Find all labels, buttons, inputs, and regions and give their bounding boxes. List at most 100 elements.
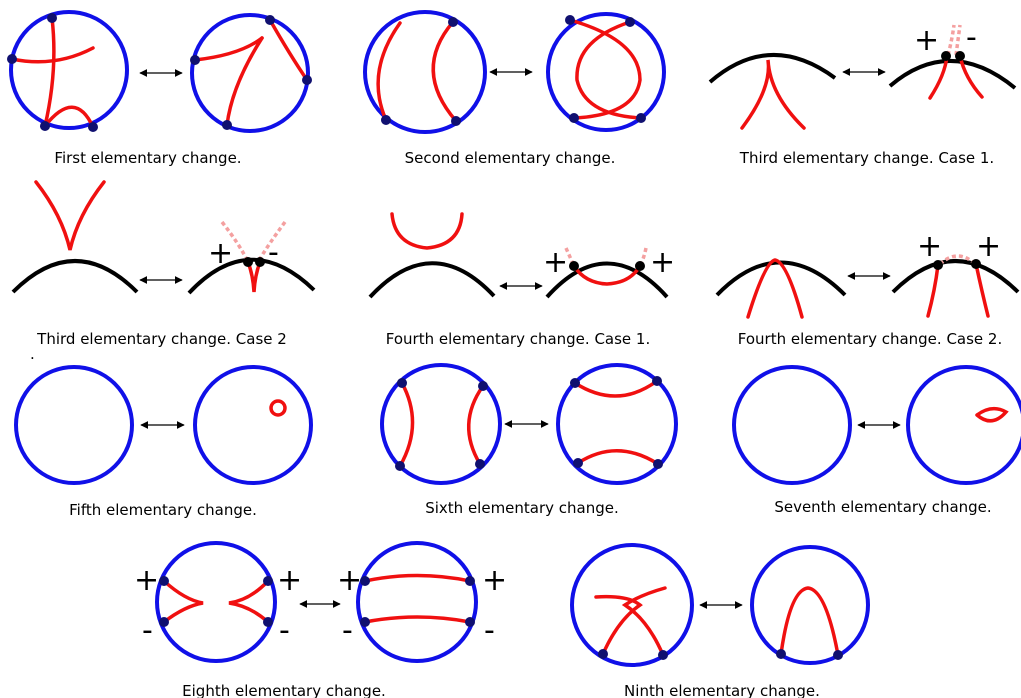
caption-seventh-change: Seventh elementary change. [774, 498, 992, 516]
point [465, 576, 475, 586]
plus-sign: + [337, 563, 362, 598]
plus-sign: + [917, 229, 942, 264]
point [243, 257, 253, 267]
disk-right [190, 13, 310, 133]
point [569, 113, 579, 123]
disk-right [556, 363, 678, 485]
curve [246, 260, 262, 293]
curve [162, 579, 204, 624]
caption-fourth-change-case1: Fourth elementary change. Case 1. [385, 330, 651, 348]
point [465, 617, 475, 627]
plus-sign: + [277, 563, 302, 598]
point [448, 17, 458, 27]
plus-sign: + [914, 23, 939, 58]
caption-sixth-change: Sixth elementary change. [425, 499, 619, 517]
point [941, 51, 951, 61]
disk-left [570, 543, 694, 667]
disk-left [9, 10, 129, 130]
panel-fourth-change-case1: + + [368, 212, 675, 299]
point [263, 576, 273, 586]
boundary-arc [891, 259, 1020, 294]
curve [572, 264, 642, 286]
panel-third-change-case2: + - [11, 180, 316, 295]
point [598, 649, 608, 659]
curve [193, 36, 264, 62]
curve [467, 384, 485, 466]
point [7, 54, 17, 64]
point [570, 378, 580, 388]
curve [575, 20, 643, 120]
curve [390, 212, 464, 250]
curve [621, 586, 667, 657]
minus-sign: - [142, 613, 153, 648]
point [302, 75, 312, 85]
caption-ninth-change: Ninth elementary change. [624, 682, 820, 698]
dashed-curve [564, 247, 576, 267]
point [381, 115, 391, 125]
point [159, 576, 169, 586]
curve [576, 449, 660, 466]
point [776, 649, 786, 659]
point [47, 13, 57, 23]
curve [594, 594, 643, 656]
minus-sign: - [484, 613, 495, 648]
panel-first-change [7, 10, 312, 133]
plus-sign: + [543, 245, 568, 280]
point [478, 381, 488, 391]
panel-sixth-change [380, 363, 678, 485]
point [565, 15, 575, 25]
boundary-arc [11, 259, 139, 294]
curve [34, 180, 106, 251]
curve [10, 46, 95, 64]
curve [376, 21, 402, 122]
point [653, 459, 663, 469]
minus-sign: - [342, 613, 353, 648]
curve [363, 615, 472, 624]
disk-right [906, 365, 1021, 485]
boundary-arc [715, 260, 847, 297]
disk-right [193, 365, 313, 485]
curve [573, 379, 659, 398]
point [395, 461, 405, 471]
dashed-curve [954, 24, 962, 56]
caption-fourth-change-case2: Fourth elementary change. Case 2. [737, 330, 1003, 348]
curve [779, 586, 840, 657]
point [955, 51, 965, 61]
disk-left [14, 365, 134, 485]
plus-sign: + [208, 236, 233, 271]
panel-fifth-change [14, 365, 313, 485]
plus-sign: + [976, 229, 1001, 264]
panel-eighth-change: + - + - + - + - [134, 541, 507, 663]
point [263, 617, 273, 627]
minus-sign: - [279, 613, 290, 648]
point [397, 378, 407, 388]
curve [268, 18, 309, 82]
plus-sign: + [134, 563, 159, 598]
point [40, 121, 50, 131]
point [88, 122, 98, 132]
point [159, 617, 169, 627]
curve [740, 59, 806, 130]
curve [228, 579, 270, 624]
point [475, 459, 485, 469]
point [360, 576, 370, 586]
caption-second-change: Second elementary change. [404, 149, 616, 167]
plus-sign: + [482, 563, 507, 598]
panel-third-change-case1: + - [708, 20, 1017, 130]
point [265, 15, 275, 25]
lens-curve [975, 406, 1009, 423]
curve [225, 36, 264, 127]
small-circle [269, 399, 287, 417]
curve [363, 573, 472, 583]
panel-ninth-change [570, 543, 870, 667]
caption-third-change-case2: Third elementary change. Case 2 [37, 330, 287, 348]
point [971, 259, 981, 269]
dashed-curve [946, 24, 956, 56]
caption-third-change-case1: Third elementary change. Case 1. [739, 149, 995, 167]
caption-first-change: First elementary change. [54, 149, 242, 167]
disk-left [380, 363, 502, 485]
disk-right [750, 545, 870, 665]
panel-seventh-change [732, 365, 1021, 485]
